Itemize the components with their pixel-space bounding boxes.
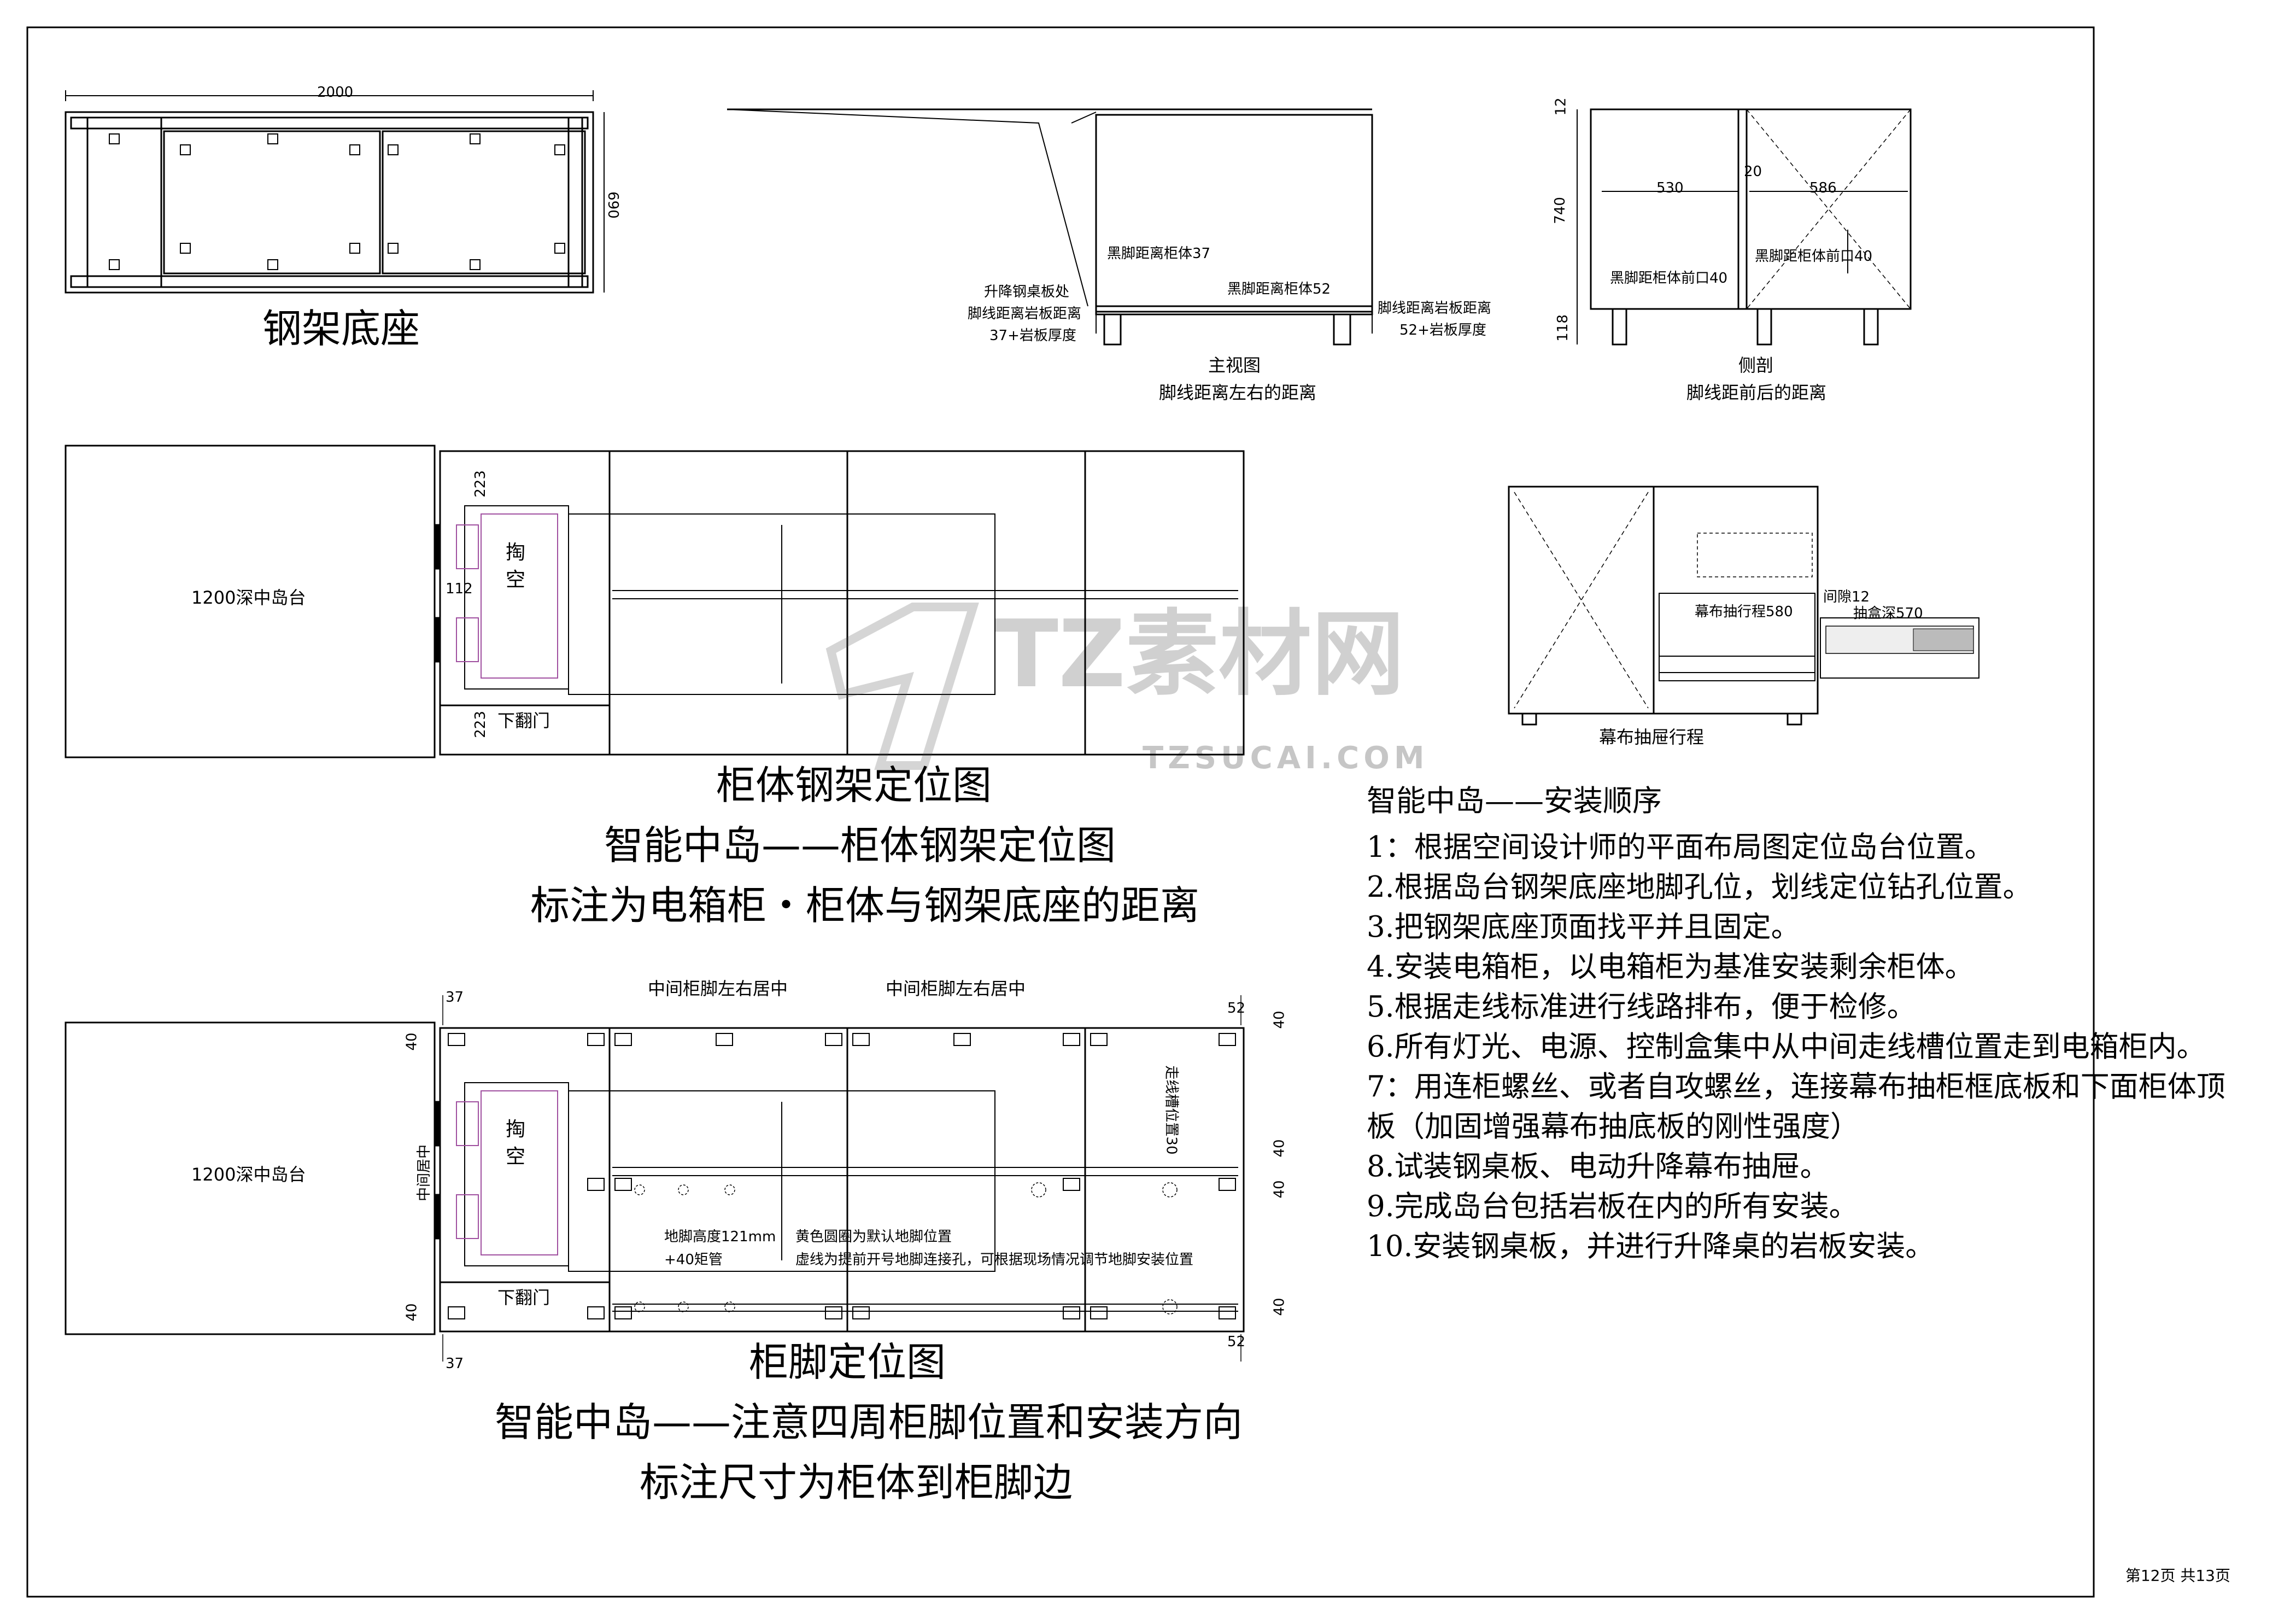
watermark-url: TZSUCAI.COM (1143, 740, 1429, 776)
leg-dim-52-top: 52 (1227, 1000, 1246, 1017)
cabinet-frame-plan (65, 445, 1245, 758)
note-skirt-2: 52+岩板厚度 (1399, 322, 1486, 338)
frame-caption-1: 柜体钢架定位图 (716, 762, 992, 808)
leg-caption-1: 柜脚定位图 (749, 1339, 946, 1385)
install-steps: 智能中岛——安装顺序 1：根据空间设计师的平面布局图定位岛台位置。 2.根据岛台… (1367, 776, 2241, 1266)
install-steps-heading: 智能中岛——安装顺序 (1367, 784, 1662, 818)
leg-height-1: 地脚高度121mm (664, 1229, 776, 1245)
drawer-travel: 幕布抽行程580 (1695, 604, 1793, 620)
drawer-gap: 间隙12 (1823, 589, 1870, 605)
install-step: 9.完成岛台包括岩板在内的所有安装。 (1367, 1190, 1858, 1223)
frame-flip-door: 下翻门 (497, 710, 550, 731)
leg-yellow-note: 黄色圆圈为默认地脚位置 (795, 1229, 952, 1245)
leg-plan (65, 995, 1245, 1362)
dim-side-top: 12 (1553, 97, 1569, 116)
leg-caption-3: 标注尺寸为柜体到柜脚边 (640, 1459, 1073, 1505)
watermark-brand: TZ素材网 (995, 600, 1405, 709)
leg-dash-note: 虚线为提前开号地脚连接孔，可根据现场情况调节地脚安装位置 (795, 1252, 1194, 1268)
frame-caption-2: 智能中岛——柜体钢架定位图 (604, 822, 1116, 868)
install-step: 1：根据空间设计师的平面布局图定位岛台位置。 (1367, 831, 1994, 864)
dim-base-width: 2000 (317, 84, 354, 101)
install-step: 6.所有灯光、电源、控制盒集中从中间走线槽位置走到电箱柜内。 (1367, 1030, 2206, 1064)
frame-dim-a: 223 (472, 470, 489, 498)
note-front-left: 黑脚距柜体前口40 (1610, 270, 1728, 287)
leg-hollow-2: 空 (506, 1146, 526, 1168)
note-front-right: 黑脚距柜体前口40 (1755, 248, 1873, 265)
install-step: 10.安装钢桌板，并进行升降桌的岩板安装。 (1367, 1230, 1935, 1263)
leg-center-vertical: 中间居中 (416, 1144, 433, 1201)
dim-side-leg: 118 (1554, 314, 1571, 342)
frame-island-label: 1200深中岛台 (191, 587, 306, 608)
frame-hollow-2: 空 (506, 569, 526, 591)
steel-base-title: 钢架底座 (262, 306, 420, 352)
leg-dim-40-f: 40 (1271, 1298, 1288, 1316)
leg-dim-52-bot: 52 (1227, 1334, 1246, 1350)
drawer-depth: 抽盒深570 (1853, 605, 1923, 622)
install-step: 5.根据走线标准进行线路排布，便于检修。 (1367, 990, 1916, 1024)
curtain-drawer-title: 幕布抽屉行程 (1599, 727, 1705, 747)
frame-caption-3: 标注为电箱柜・柜体与钢架底座的距离 (530, 883, 1200, 928)
curtain-drawer-drawing (1508, 486, 1979, 726)
leg-dim-37-bot: 37 (446, 1356, 464, 1372)
frame-hollow-1: 掏 (506, 541, 526, 564)
watermark-logo-icon (825, 603, 979, 770)
install-step: 7：用连柜螺丝、或者自攻螺丝，连接幕布抽柜框底板和下面柜体顶板（加固增强幕布抽底… (1367, 1070, 2225, 1143)
note-skirt-1: 脚线距离岩板距离 (1378, 300, 1492, 317)
frame-dim-b: 112 (446, 581, 473, 597)
dim-side-mid: 20 (1744, 163, 1762, 180)
install-step: 2.根据岛台钢架底座地脚孔位，划线定位钻孔位置。 (1367, 871, 2032, 904)
leg-center-note-2: 中间柜脚左右居中 (886, 978, 1026, 999)
dim-side-left: 530 (1656, 180, 1684, 196)
steel-base-drawing (65, 90, 605, 294)
note-left-leg: 黑脚距离柜体37 (1107, 246, 1211, 262)
install-step: 4.安装电箱柜，以电箱柜为基准安装剩余柜体。 (1367, 950, 1974, 984)
leg-island-label: 1200深中岛台 (191, 1164, 306, 1185)
leg-dim-40-b: 40 (403, 1303, 420, 1322)
install-step: 8.试装钢桌板、电动升降幕布抽屉。 (1367, 1150, 1829, 1183)
side-section-subtitle: 脚线距前后的距离 (1686, 382, 1827, 403)
leg-dim-40-e: 40 (1271, 1180, 1288, 1199)
page-number: 第12页 共13页 (2125, 1567, 2230, 1585)
front-view-title: 主视图 (1208, 355, 1261, 376)
dim-base-height: 690 (604, 191, 621, 219)
front-view-drawing (727, 108, 1373, 346)
leg-height-2: +40矩管 (664, 1252, 723, 1268)
frame-dim-c: 223 (472, 711, 489, 738)
note-lift-2: 脚线距离岩板距离 (968, 306, 1082, 322)
leg-dim-37-top: 37 (446, 989, 464, 1006)
leg-center-note-1: 中间柜脚左右居中 (648, 978, 788, 999)
install-step: 3.把钢架底座顶面找平并且固定。 (1367, 910, 1800, 944)
leg-dim-40-a: 40 (403, 1032, 420, 1051)
leg-flip-door: 下翻门 (497, 1287, 550, 1308)
leg-dim-40-d: 40 (1271, 1139, 1288, 1158)
side-section-title: 侧剖 (1738, 355, 1774, 376)
leg-hollow-1: 掏 (506, 1118, 526, 1141)
leg-caption-2: 智能中岛——注意四周柜脚位置和安装方向 (495, 1399, 1243, 1445)
note-lift-1: 升降钢桌板处 (984, 284, 1070, 300)
dim-side-right: 586 (1809, 180, 1837, 196)
note-lift-3: 37+岩板厚度 (989, 328, 1076, 344)
dim-side-body: 740 (1551, 197, 1568, 224)
front-view-subtitle: 脚线距离左右的距离 (1159, 382, 1317, 403)
leg-channel: 走线槽位置30 (1163, 1065, 1180, 1155)
note-right-leg: 黑脚距离柜体52 (1227, 281, 1331, 297)
leg-dim-40-c: 40 (1271, 1010, 1288, 1029)
side-section-drawing (1577, 108, 1912, 346)
